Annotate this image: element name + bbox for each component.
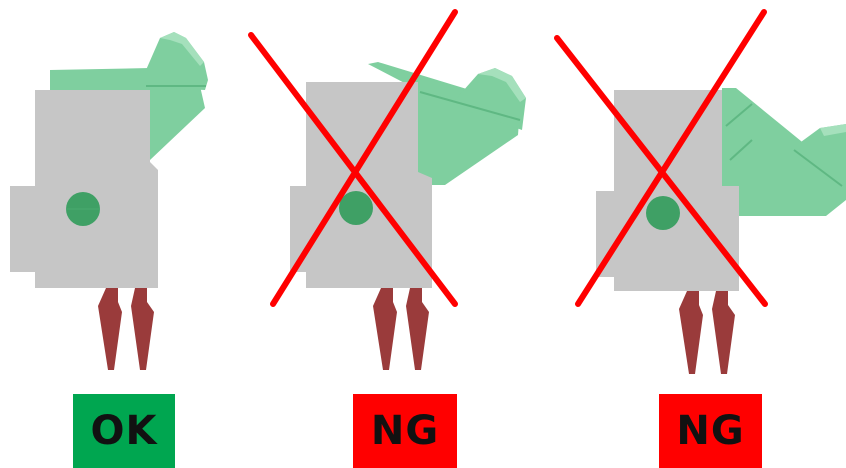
ng-label-2-text: NG xyxy=(676,408,745,454)
connector-housing-ok xyxy=(10,90,158,288)
latch-dot-ng-1 xyxy=(339,191,373,225)
ng-label-1-text: NG xyxy=(370,408,440,454)
connector-housing-ng-2 xyxy=(596,90,739,291)
panel-ng-1 xyxy=(248,9,526,370)
ng-label-2: NG xyxy=(659,394,762,468)
ok-label-text: OK xyxy=(90,408,158,454)
cross-mark-ng-2 xyxy=(554,9,768,307)
ok-label: OK xyxy=(73,394,175,468)
pin-left-ng-1 xyxy=(373,288,397,370)
lever-ng-1 xyxy=(368,62,526,185)
pin-right-ng-2 xyxy=(712,291,735,374)
label-ng-2-background xyxy=(659,394,762,468)
lever-ng-2 xyxy=(722,88,846,216)
latch-dot-ng-2 xyxy=(646,196,680,230)
pin-left-ok xyxy=(98,288,122,370)
pin-right-ng-1 xyxy=(406,288,429,370)
label-ng-1-background xyxy=(353,394,457,468)
label-ok-background xyxy=(73,394,175,468)
panel-ng-2 xyxy=(554,9,846,374)
pin-right-ok xyxy=(131,288,154,370)
cross-mark-ng-1 xyxy=(248,9,458,307)
ng-label-1: NG xyxy=(353,394,457,468)
panel-ok xyxy=(10,32,208,370)
pin-left-ng-2 xyxy=(679,291,703,374)
